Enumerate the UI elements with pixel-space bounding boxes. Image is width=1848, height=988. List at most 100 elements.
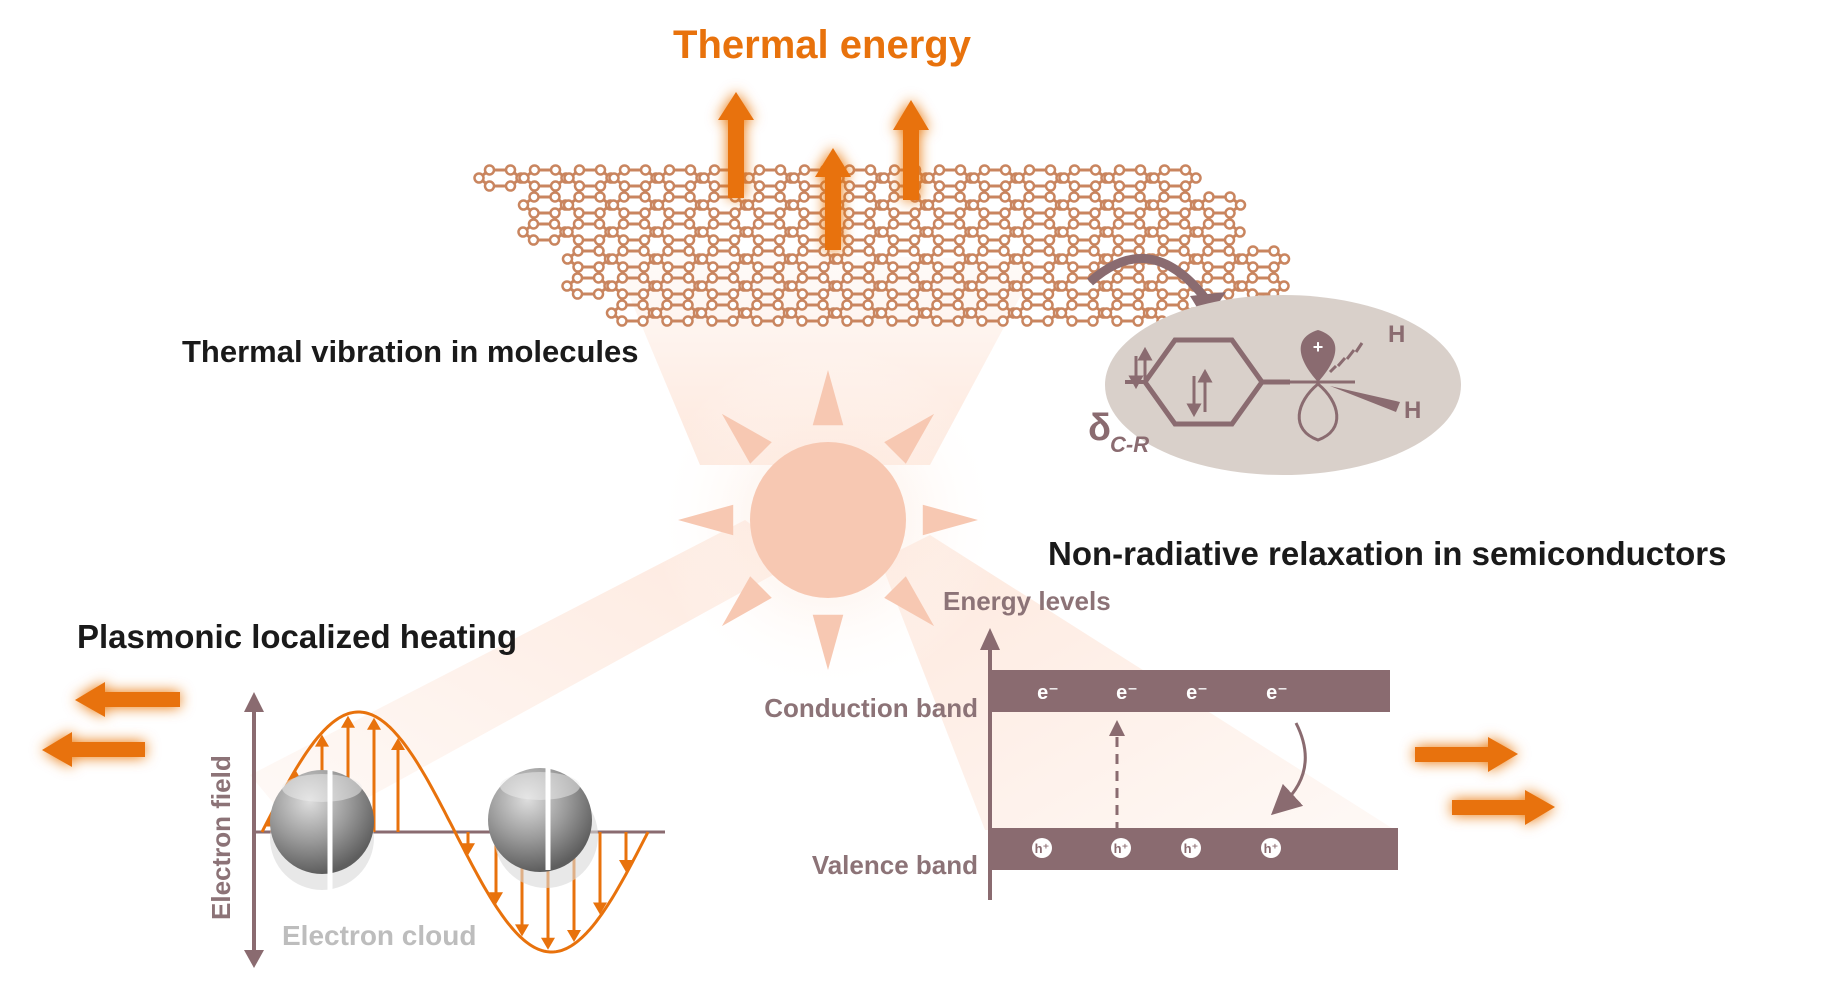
lattice-atom bbox=[1087, 315, 1099, 327]
lattice-atom bbox=[1067, 245, 1079, 257]
sun-icon bbox=[678, 370, 978, 670]
lattice-atom bbox=[1100, 307, 1113, 319]
lattice-atom bbox=[797, 245, 809, 257]
lattice-atom bbox=[684, 180, 697, 192]
lattice-atom bbox=[1224, 191, 1236, 203]
hydrogen-bottom: H bbox=[1404, 397, 1421, 424]
lattice-atom bbox=[843, 191, 855, 203]
lattice-atom bbox=[796, 315, 808, 327]
lattice-atom bbox=[977, 261, 989, 273]
lattice-atom bbox=[753, 191, 765, 203]
hydrogen-top: H bbox=[1388, 321, 1405, 348]
valence-band-label: Valence band bbox=[812, 850, 978, 880]
lattice-atom bbox=[698, 172, 710, 184]
thermal-arrows bbox=[718, 92, 929, 250]
lattice-atom bbox=[706, 299, 718, 311]
lattice-atom bbox=[639, 164, 652, 176]
lattice-atom bbox=[741, 280, 753, 292]
lattice-atom bbox=[862, 315, 874, 327]
lattice-atom bbox=[549, 191, 561, 203]
lattice-atom bbox=[977, 218, 990, 230]
lattice-atom bbox=[830, 307, 843, 319]
spin-pair-icon bbox=[1128, 346, 1213, 418]
lattice-atom bbox=[483, 180, 496, 192]
lattice-atom bbox=[797, 234, 810, 246]
lattice-atom bbox=[504, 164, 517, 176]
heat-arrow-right-icon bbox=[1452, 790, 1555, 825]
lattice-atom bbox=[1044, 180, 1057, 192]
lattice-atom bbox=[561, 280, 573, 292]
lattice-atom bbox=[1132, 288, 1145, 300]
lattice-atom bbox=[888, 164, 901, 176]
lattice-atom bbox=[616, 272, 629, 284]
lattice-atom bbox=[1021, 272, 1034, 284]
lattice-atom bbox=[683, 245, 695, 257]
lattice-atom bbox=[1088, 234, 1101, 246]
lattice-atom bbox=[921, 280, 933, 292]
lattice-atom bbox=[817, 272, 830, 284]
lattice-atom bbox=[863, 234, 876, 246]
lattice-atom bbox=[1023, 164, 1036, 176]
lattice-atom bbox=[638, 261, 650, 273]
lattice-atom bbox=[952, 272, 965, 284]
lattice-atom bbox=[708, 207, 720, 219]
lattice-atom bbox=[1158, 191, 1170, 203]
lattice-atom bbox=[888, 191, 900, 203]
lattice-atom bbox=[1022, 261, 1034, 273]
lattice-atom bbox=[1133, 261, 1145, 273]
lattice-atom bbox=[618, 180, 631, 192]
lattice-atom bbox=[1044, 191, 1056, 203]
sun-ray bbox=[812, 370, 844, 426]
lattice-atom bbox=[999, 180, 1012, 192]
lattice-atom bbox=[518, 172, 530, 184]
lattice-atom bbox=[863, 218, 876, 230]
lattice-atom bbox=[618, 191, 630, 203]
lattice-atom bbox=[752, 261, 764, 273]
lattice-atom bbox=[608, 172, 620, 184]
sun-ray bbox=[884, 413, 935, 464]
lattice-atom bbox=[1021, 299, 1033, 311]
lattice-atom bbox=[607, 226, 619, 238]
lattice-atom bbox=[978, 207, 990, 219]
lattice-atom bbox=[662, 234, 675, 246]
curved-arrow-icon bbox=[1086, 254, 1209, 301]
lattice-atom bbox=[617, 261, 629, 273]
delta-subscript: C-R bbox=[1110, 432, 1149, 457]
lattice-atom bbox=[1101, 280, 1113, 292]
lattice-atom bbox=[1133, 218, 1146, 230]
lattice-atom bbox=[653, 172, 665, 184]
lattice-atom bbox=[886, 299, 898, 311]
nanoparticle-right bbox=[488, 746, 598, 888]
sun-ray bbox=[922, 504, 978, 536]
lattice-atom bbox=[517, 226, 529, 238]
lattice-atom bbox=[843, 207, 855, 219]
lattice-atom bbox=[1089, 164, 1102, 176]
hole-marker bbox=[1111, 838, 1131, 858]
lattice-atom bbox=[651, 280, 663, 292]
lattice-atom bbox=[1043, 218, 1056, 230]
lattice-atom bbox=[952, 288, 965, 300]
lattice-atom bbox=[1158, 207, 1170, 219]
lattice-atom bbox=[751, 288, 764, 300]
lattice-atom bbox=[742, 226, 754, 238]
lattice-atom bbox=[696, 253, 709, 265]
lattice-atom bbox=[605, 307, 618, 319]
lattice-atom bbox=[1267, 272, 1280, 284]
heat-arrow-right-icon bbox=[1415, 737, 1518, 772]
lattice-atom bbox=[864, 180, 877, 192]
lattice-atom bbox=[1158, 180, 1171, 192]
lattice-atom bbox=[708, 191, 720, 203]
lattice-atom bbox=[1089, 180, 1102, 192]
lattice-atom bbox=[933, 207, 945, 219]
lattice-atom bbox=[1222, 288, 1235, 300]
lattice-atom bbox=[931, 299, 943, 311]
lattice-atom bbox=[637, 272, 650, 284]
lattice-atom bbox=[908, 234, 921, 246]
lattice-atom bbox=[922, 199, 935, 211]
field-arrow-head bbox=[541, 937, 555, 950]
lattice-atom bbox=[878, 172, 890, 184]
energy-levels-label: Energy levels bbox=[943, 586, 1111, 616]
lattice-atom bbox=[772, 315, 784, 327]
lattice-atom bbox=[593, 218, 606, 230]
lattice-atom bbox=[707, 234, 720, 246]
